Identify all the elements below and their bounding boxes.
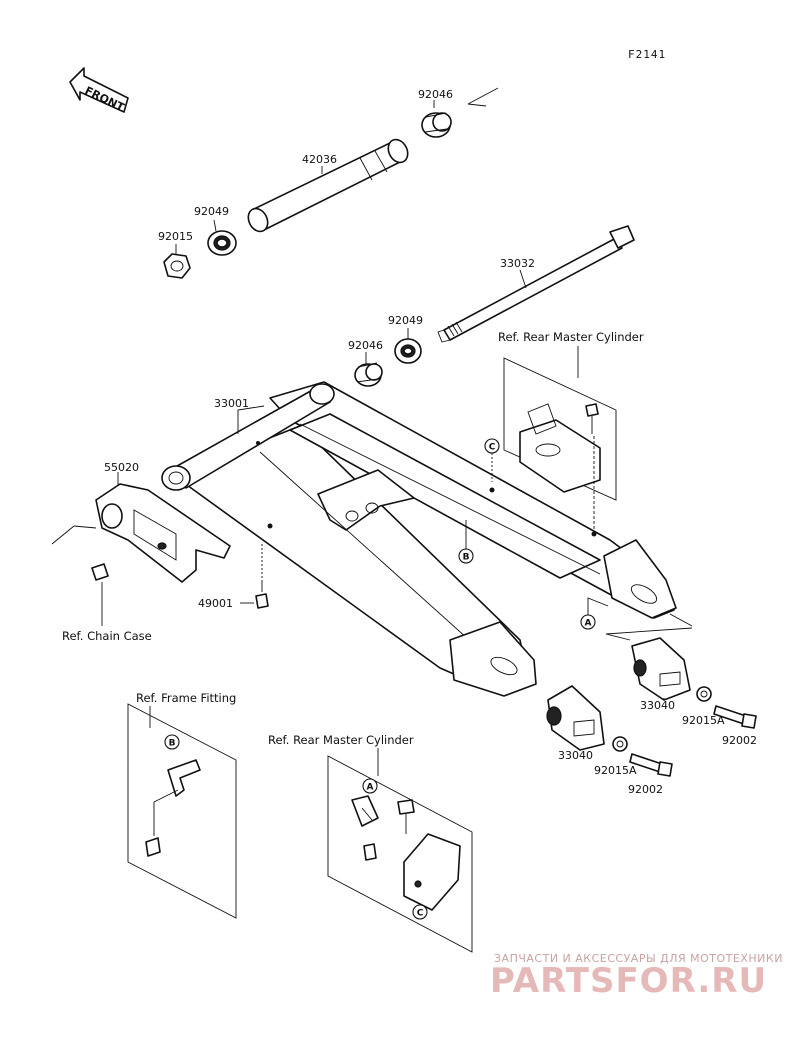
bolt-92002-left <box>629 753 673 777</box>
ref-box-rear-master-cylinder-bottom: A C <box>327 755 473 953</box>
label-55020: 55020 <box>104 461 139 474</box>
svg-text:A: A <box>585 619 592 629</box>
ref-box-frame-fitting: B <box>127 703 237 919</box>
ref-frame-fitting: Ref. Frame Fitting <box>136 691 236 705</box>
front-arrow-icon: FRONT <box>69 67 129 114</box>
label-92015a-right: 92015A <box>682 714 725 727</box>
nut-92015 <box>163 253 191 279</box>
label-92046-mid: 92046 <box>348 339 383 352</box>
needle-bearing-92046-mid <box>354 362 383 387</box>
swingarm-33001 <box>161 381 677 697</box>
svg-text:C: C <box>489 443 496 453</box>
ref-chain-case: Ref. Chain Case <box>62 629 152 643</box>
svg-text:C: C <box>417 909 424 919</box>
label-92049-left: 92049 <box>194 205 229 218</box>
pivot-sleeve-42036 <box>247 138 409 233</box>
label-33032: 33032 <box>500 257 535 270</box>
ref-box-rear-master-cylinder-top <box>503 357 617 530</box>
ref-rear-master-cylinder-bottom: Ref. Rear Master Cylinder <box>268 733 414 747</box>
svg-text:B: B <box>463 553 470 563</box>
oil-seal-92049-left <box>207 230 237 256</box>
watermark-brand: PARTSFOR.RU <box>490 961 767 1001</box>
nut-92015a-left <box>612 736 628 752</box>
oil-seal-92049-mid <box>394 338 422 364</box>
callout-c-swingarm: C <box>484 438 500 482</box>
ref-rear-master-cylinder-top: Ref. Rear Master Cylinder <box>498 330 644 344</box>
label-92015: 92015 <box>158 230 193 243</box>
label-92049-mid: 92049 <box>388 314 423 327</box>
nut-92015a-right <box>696 686 712 702</box>
pivot-shaft-33032 <box>437 225 635 343</box>
label-92002-right: 92002 <box>722 734 757 747</box>
grease-nipple-49001 <box>255 580 269 609</box>
chain-guide-55020 <box>95 483 231 583</box>
callout-b-swingarm: B <box>458 520 474 564</box>
figure-code: F2141 <box>628 48 666 61</box>
label-92002-left: 92002 <box>628 783 663 796</box>
chain-adjuster-33040-left <box>546 685 605 751</box>
watermark-subtitle: ЗАПЧАСТИ И АКСЕССУАРЫ ДЛЯ МОТОТЕХНИКИ <box>494 952 783 965</box>
callout-a-swingarm: A <box>580 597 609 630</box>
label-33001: 33001 <box>214 397 249 410</box>
label-33040-right: 33040 <box>640 699 675 712</box>
label-33040-left: 33040 <box>558 749 593 762</box>
bolt-92002-right <box>713 705 757 729</box>
label-92046-top: 92046 <box>418 88 453 101</box>
label-42036: 42036 <box>302 153 337 166</box>
svg-text:A: A <box>367 783 374 793</box>
chain-adjuster-33040-right <box>631 637 691 701</box>
svg-text:B: B <box>169 739 176 749</box>
label-49001: 49001 <box>198 597 233 610</box>
collar-chain-case <box>91 563 109 581</box>
needle-bearing-92046-top <box>421 112 452 138</box>
label-92015a-left: 92015A <box>594 764 637 777</box>
